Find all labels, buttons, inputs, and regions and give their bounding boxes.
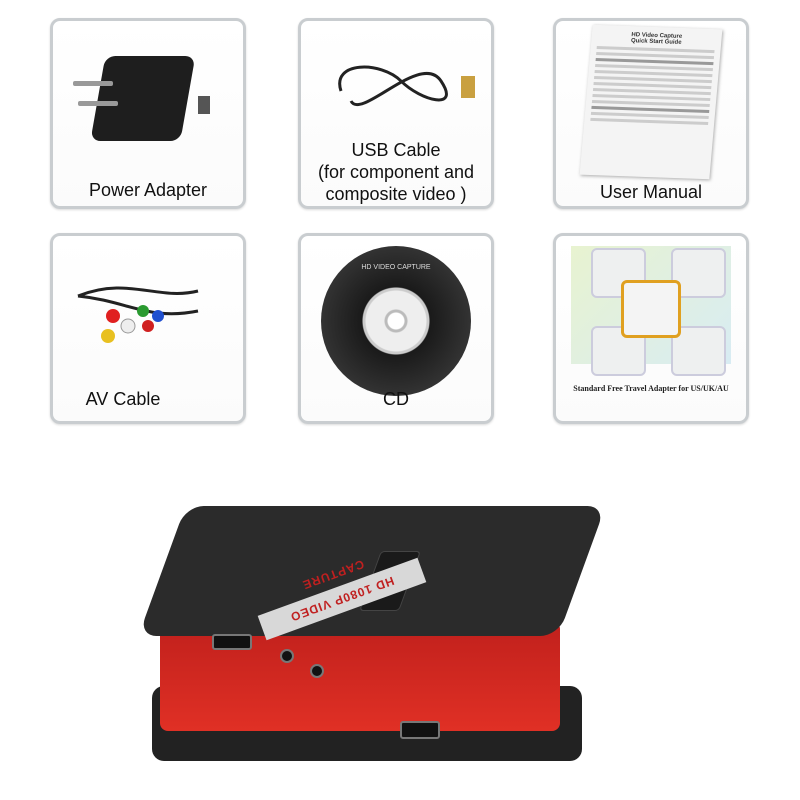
usb-cable-label: USB Cable (for component and composite v…: [301, 139, 491, 205]
card-usb-cable: USB Cable (for component and composite v…: [298, 18, 494, 209]
av-cable-label: AV Cable: [85, 389, 161, 409]
usb-cable-line-2: (for component and: [317, 162, 475, 182]
manual-image: HD Video Capture Quick Start Guide: [579, 24, 723, 180]
usb-cable-line-1: USB Cable: [351, 140, 441, 160]
usb-cable-line-3: composite video ): [325, 184, 467, 204]
card-user-manual: HD Video Capture Quick Start Guide User …: [553, 18, 749, 209]
user-manual-label: User Manual: [599, 182, 703, 202]
cd-image: HD VIDEO CAPTURE: [321, 246, 471, 396]
video-capture-device: HD 1080P VIDEO CAPTURE: [138, 506, 606, 766]
cd-label: CD: [383, 389, 409, 409]
usb-cable-image: [338, 65, 475, 107]
cd-disc-text: HD VIDEO CAPTURE: [361, 264, 431, 271]
card-power-adapter: Power Adapter: [50, 18, 246, 209]
travel-adapter-caption: Standard Free Travel Adapter for US/UK/A…: [573, 384, 729, 393]
power-adapter-image: [73, 56, 210, 141]
power-adapter-label: Power Adapter: [88, 180, 208, 200]
av-cable-image: [77, 286, 199, 343]
card-av-cable: AV Cable: [50, 233, 246, 424]
card-cd: HD VIDEO CAPTURE CD: [298, 233, 494, 424]
travel-adapter-image: [571, 246, 731, 376]
card-travel-adapter: Standard Free Travel Adapter for US/UK/A…: [553, 233, 749, 424]
